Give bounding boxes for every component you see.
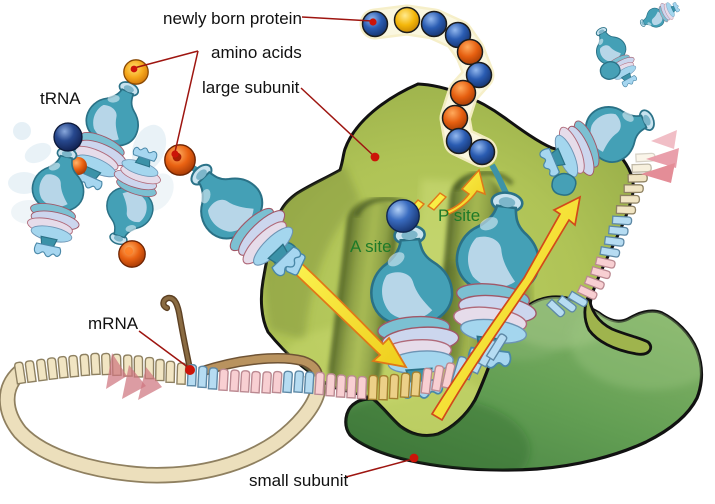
svg-text:small subunit: small subunit bbox=[249, 471, 348, 490]
svg-text:amino acids: amino acids bbox=[211, 43, 302, 62]
svg-text:mRNA: mRNA bbox=[88, 314, 139, 333]
svg-text:P site: P site bbox=[438, 206, 480, 225]
svg-text:A site: A site bbox=[350, 237, 392, 256]
svg-text:large subunit: large subunit bbox=[202, 78, 300, 97]
svg-text:tRNA: tRNA bbox=[40, 89, 81, 108]
svg-text:newly born protein: newly born protein bbox=[163, 9, 302, 28]
